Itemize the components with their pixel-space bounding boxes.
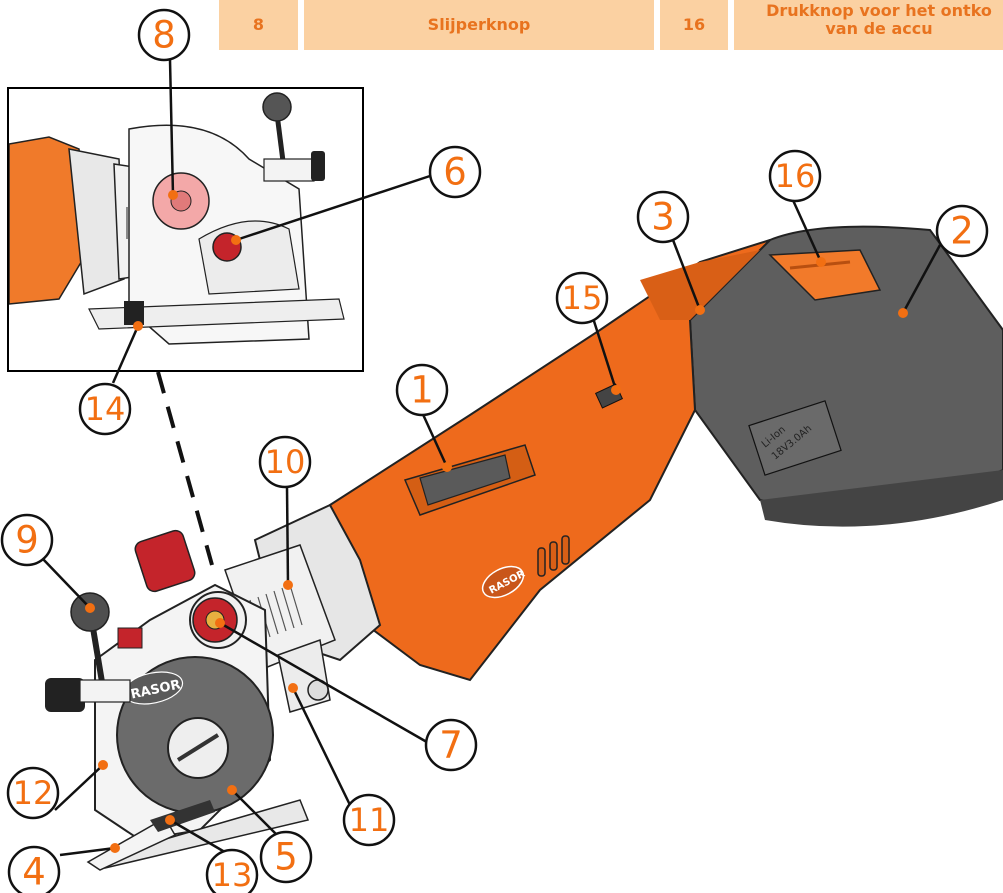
callout-14: 14 (85, 390, 126, 428)
detail-inset (7, 87, 364, 372)
inset-guide-block (124, 301, 144, 325)
leader-dots (85, 190, 908, 853)
inset-foot (88, 298, 345, 330)
callout-10: 10 (265, 443, 306, 481)
inset-lever-ball (262, 92, 292, 122)
table-cell-text: Slijperknop (427, 15, 531, 34)
table-cell-description: Slijperknop (304, 0, 654, 50)
on-off-switch (419, 454, 511, 506)
blade-tip (86, 816, 177, 871)
housing-logo-badge (481, 565, 525, 599)
callout-1: 1 (410, 369, 434, 412)
callout-4: 4 (22, 851, 46, 893)
callout-8: 8 (152, 14, 176, 57)
blade-screw-slot (176, 733, 220, 762)
callout-3: 3 (651, 196, 675, 239)
callout-11: 11 (349, 801, 390, 839)
housing-vents (537, 535, 570, 577)
callout-7: 7 (439, 724, 463, 767)
callout-6: 6 (443, 151, 467, 194)
table-cell-line: van de accu (825, 19, 933, 38)
parts-table-row: 8 Slijperknop 16 Drukknop voor het ontko… (0, 0, 1003, 50)
battery-release-button (768, 249, 882, 301)
callout-12: 12 (13, 774, 54, 812)
table-cell-number: 16 (660, 0, 728, 50)
callout-circles (0, 8, 989, 893)
table-cell-number: 8 (219, 0, 298, 50)
inset-motor-collar (68, 148, 125, 296)
adjust-knob (134, 529, 196, 593)
table-cell-text: 8 (252, 15, 265, 34)
detail-inset-drawing (9, 92, 345, 345)
small-red-knob (117, 627, 143, 649)
housing-shadow (640, 250, 760, 320)
callout-5: 5 (274, 836, 298, 879)
callout-2: 2 (950, 210, 974, 253)
table-cell-text: 16 (682, 15, 706, 34)
table-cell-line: Drukknop voor het ontko (766, 1, 992, 20)
callout-13: 13 (212, 856, 253, 893)
battery-label-plate (748, 400, 842, 476)
callout-9: 9 (15, 519, 39, 562)
thumb-screw (45, 678, 85, 712)
inset-thumb-screw (311, 151, 325, 181)
table-cell-description: Drukknop voor het ontko van de accu (734, 0, 1003, 50)
cutting-edge (150, 800, 215, 832)
clamp-block (79, 679, 131, 703)
callout-16: 16 (775, 157, 816, 195)
callout-numbers: 1 2 3 4 5 6 7 8 9 10 11 12 13 14 15 16 (13, 14, 974, 893)
callout-15: 15 (562, 279, 603, 317)
battery-pack-base (760, 470, 1003, 527)
leader-lines (41, 59, 942, 860)
